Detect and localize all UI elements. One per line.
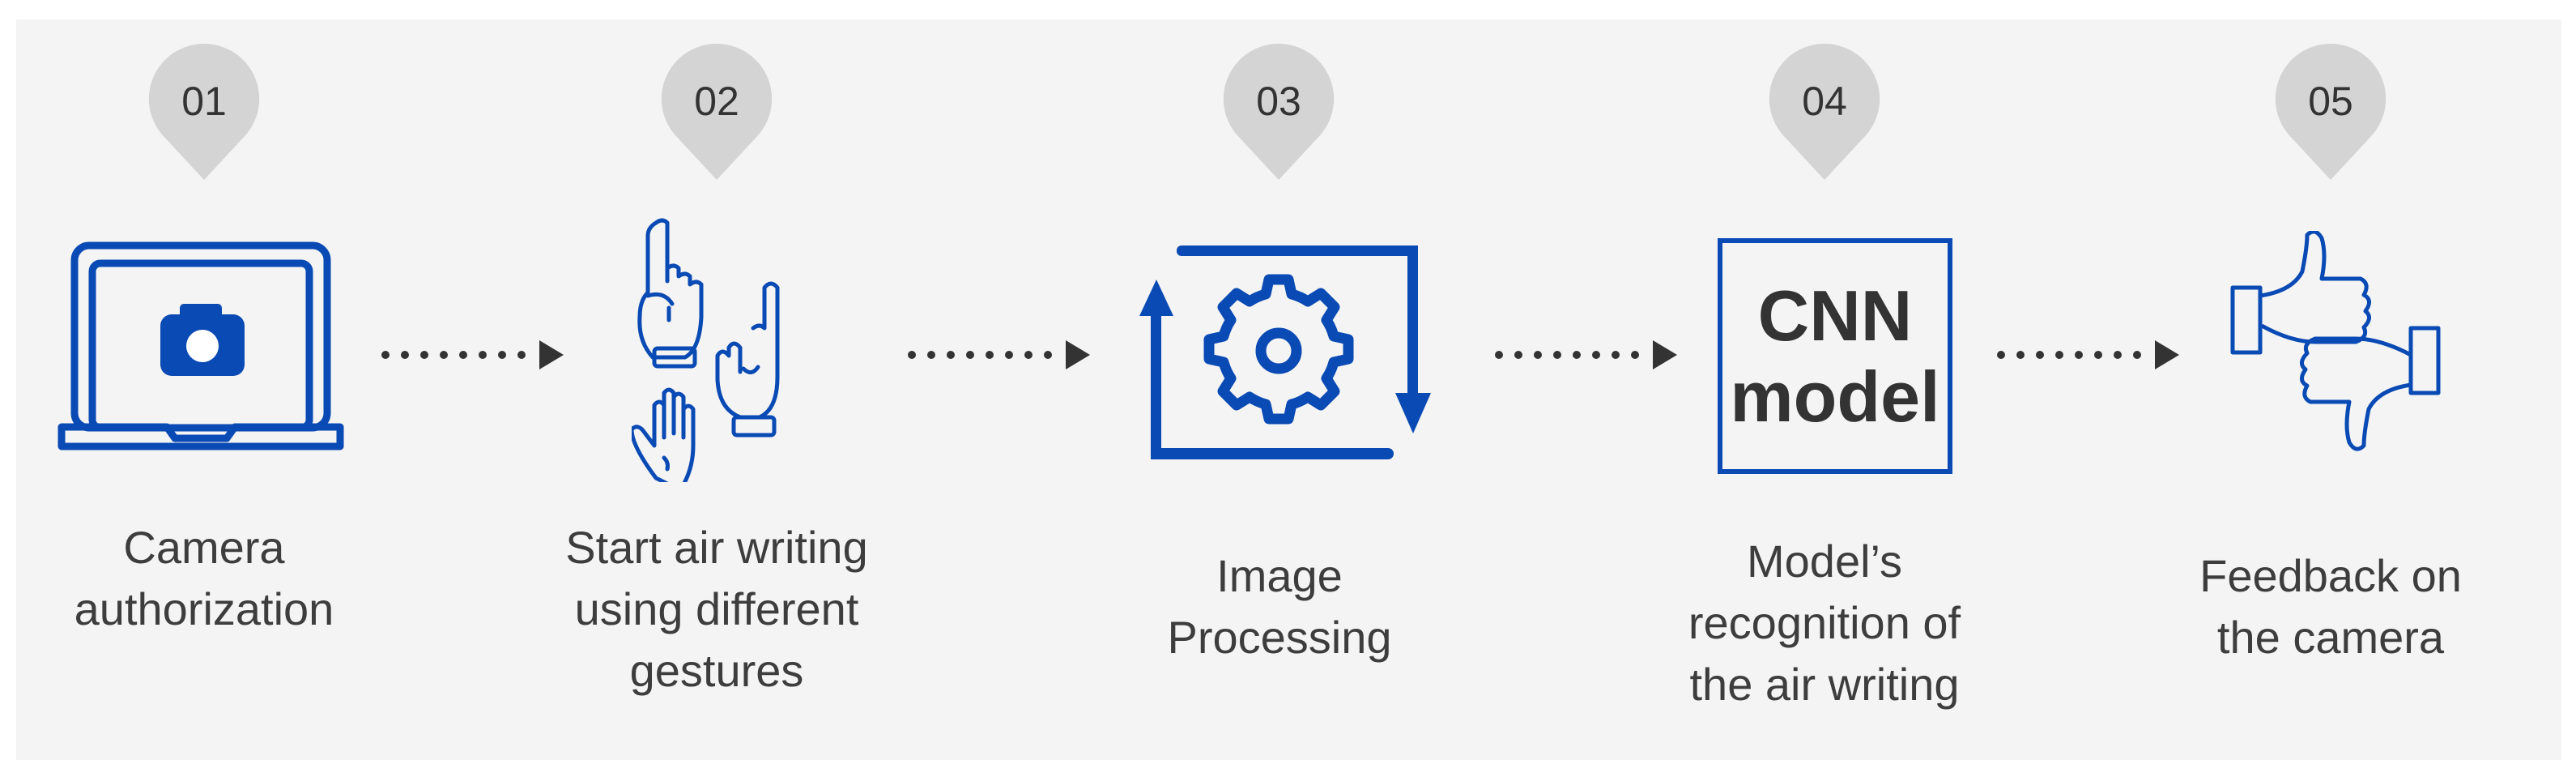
step-number-badge: 05 <box>2274 44 2387 206</box>
label-line: the air writing <box>1689 659 1960 710</box>
label-line: Feedback on <box>2199 550 2462 601</box>
dotted-arrow-icon <box>1997 340 2179 369</box>
step-label: Camera authorization <box>0 517 415 640</box>
label-line: using different <box>574 583 859 634</box>
label-line: the camera <box>2216 612 2445 663</box>
step-number-badge: 03 <box>1222 44 1335 206</box>
hand-gestures-icon <box>632 218 780 482</box>
step-number: 03 <box>1256 79 1301 124</box>
step-label: Feedback on the camera <box>2120 545 2541 668</box>
dotted-arrow-icon <box>1495 340 1677 369</box>
step-number-badge: 01 <box>147 44 261 206</box>
label-line: authorization <box>74 583 334 634</box>
gear-cycle-icon <box>1139 245 1431 459</box>
label-line: Processing <box>1167 612 1392 663</box>
cnn-box-line: CNN <box>1757 275 1913 356</box>
step-label: Image Processing <box>1069 545 1490 668</box>
label-line: recognition of <box>1688 597 1961 648</box>
label-line: gestures <box>629 645 804 696</box>
label-line: Camera <box>123 522 285 573</box>
dotted-arrow-icon <box>908 340 1090 369</box>
step-number: 04 <box>1802 79 1847 124</box>
label-line: Image <box>1216 550 1343 601</box>
step-number: 01 <box>181 79 227 124</box>
step-number-badge: 04 <box>1768 44 1881 206</box>
step-label: Model’s recognition of the air writing <box>1614 531 2035 715</box>
label-line: Model’s <box>1747 536 1902 587</box>
cnn-box-line: model <box>1730 356 1940 437</box>
step-number: 02 <box>694 79 739 124</box>
label-line: Start air writing <box>565 522 868 573</box>
cnn-model-box: CNN model <box>1718 238 1952 474</box>
step-number-badge: 02 <box>660 44 773 206</box>
thumbs-up-down-icon <box>2230 231 2441 451</box>
dotted-arrow-icon <box>381 340 564 369</box>
step-label: Start air writing using different gestur… <box>506 517 927 702</box>
step-number: 05 <box>2308 79 2353 124</box>
laptop-camera-icon <box>57 241 344 450</box>
